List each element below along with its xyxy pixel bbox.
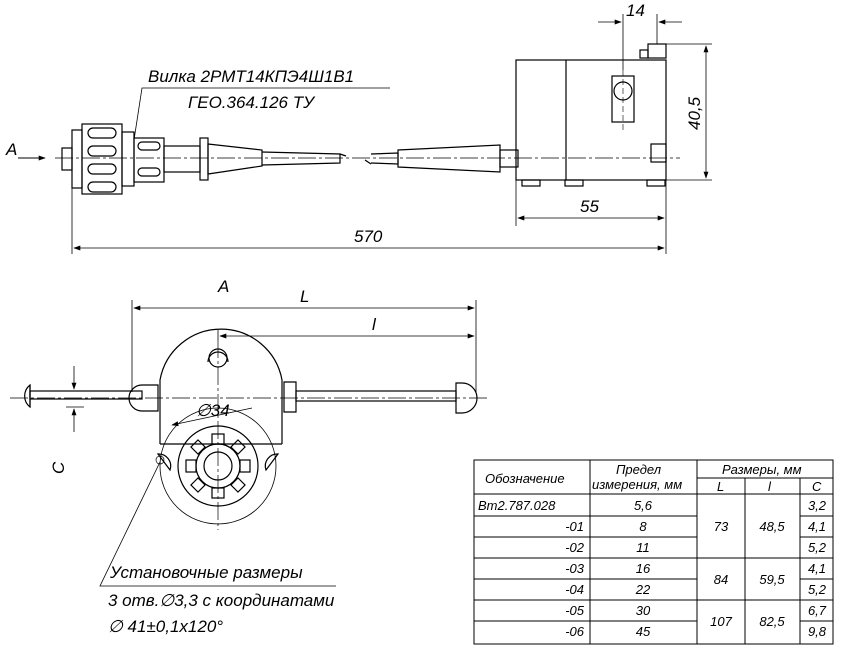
dim-L — [131, 300, 477, 392]
row-designation: -03 — [565, 561, 585, 576]
dim-14 — [598, 14, 682, 70]
th-sizes: Размеры, мм — [722, 462, 802, 477]
top-view — [18, 14, 712, 254]
row-C: 3,2 — [808, 498, 827, 513]
table-row: -06 45 9,8 — [565, 624, 827, 639]
th-range-line1: Предел — [616, 462, 662, 477]
row-range: 22 — [635, 582, 651, 597]
row-range: 8 — [639, 519, 647, 534]
cable — [207, 143, 519, 175]
th-designation: Обозначение — [485, 471, 565, 486]
dim-l — [217, 330, 475, 340]
row-designation: -04 — [565, 582, 584, 597]
dim-570 — [71, 188, 667, 254]
row-C: 9,8 — [808, 624, 827, 639]
plug-label-leader — [133, 87, 390, 141]
row-C: 5,2 — [808, 582, 827, 597]
dim-l-label: l — [372, 315, 377, 334]
front-view-label: A — [217, 277, 229, 296]
note-line1: Установочные размеры — [109, 563, 303, 582]
table-row: -03 16 4,1 — [565, 561, 826, 576]
row-range: 5,6 — [634, 498, 653, 513]
dim-40-5 — [666, 43, 712, 181]
dim-C-label: C — [49, 461, 68, 474]
row-designation: -01 — [565, 519, 584, 534]
table-row: -05 30 6,7 — [565, 603, 827, 618]
dim-C — [66, 366, 84, 432]
note-line2: 3 отв.∅3,3 с координатами — [108, 591, 335, 610]
group-L: 84 — [714, 572, 728, 587]
th-range-line2: измерения, мм — [592, 477, 682, 492]
group-l: 59,5 — [759, 572, 785, 587]
row-C: 4,1 — [808, 519, 826, 534]
plug-label-line1: Вилка 2РМТ14КПЭ4Ш1В1 — [148, 67, 354, 86]
row-C: 4,1 — [808, 561, 826, 576]
dim-34-label: ∅34 — [196, 401, 230, 420]
group-L: 107 — [710, 614, 732, 629]
main-housing — [159, 328, 283, 445]
row-range: 11 — [636, 540, 650, 555]
table-row: Вт2.787.028 5,6 3,2 — [478, 498, 827, 513]
sensor-body — [515, 43, 667, 187]
note-line3: ∅ 41±0,1х120° — [108, 617, 223, 636]
row-designation: -06 — [565, 624, 585, 639]
row-designation: -02 — [565, 540, 585, 555]
row-range: 30 — [636, 603, 651, 618]
diameter-34-circle — [159, 407, 277, 525]
right-rod — [283, 381, 478, 414]
left-rod — [24, 383, 159, 412]
table-row: -02 11 5,2 — [565, 540, 827, 555]
dim-40-5-label: 40,5 — [685, 96, 704, 130]
connector-plug — [61, 123, 209, 195]
table-row: -01 8 4,1 — [565, 519, 826, 534]
row-designation: -05 — [565, 603, 585, 618]
front-view — [10, 300, 490, 587]
specs-table — [473, 459, 834, 645]
row-range: 45 — [636, 624, 651, 639]
dim-L-label: L — [300, 287, 309, 306]
th-L: L — [717, 479, 724, 494]
view-arrow-label: A — [5, 140, 17, 159]
group-l: 48,5 — [759, 519, 785, 534]
dim-14-label: 14 — [626, 1, 645, 20]
row-designation: Вт2.787.028 — [478, 498, 556, 513]
dim-55-label: 55 — [580, 197, 599, 216]
row-range: 16 — [636, 561, 651, 576]
table-row: -04 22 5,2 — [565, 582, 827, 597]
dim-570-label: 570 — [354, 227, 383, 246]
installation-leader — [99, 461, 336, 587]
dim-34-leader — [171, 407, 253, 427]
plug-label-line2: ГЕО.364.126 ТУ — [188, 93, 316, 112]
th-C: C — [812, 479, 822, 494]
th-l: l — [768, 479, 772, 494]
group-L: 73 — [714, 519, 729, 534]
group-l: 82,5 — [759, 614, 785, 629]
row-C: 6,7 — [808, 603, 827, 618]
gear-flange — [155, 425, 280, 507]
dim-55 — [515, 180, 667, 226]
row-C: 5,2 — [808, 540, 827, 555]
